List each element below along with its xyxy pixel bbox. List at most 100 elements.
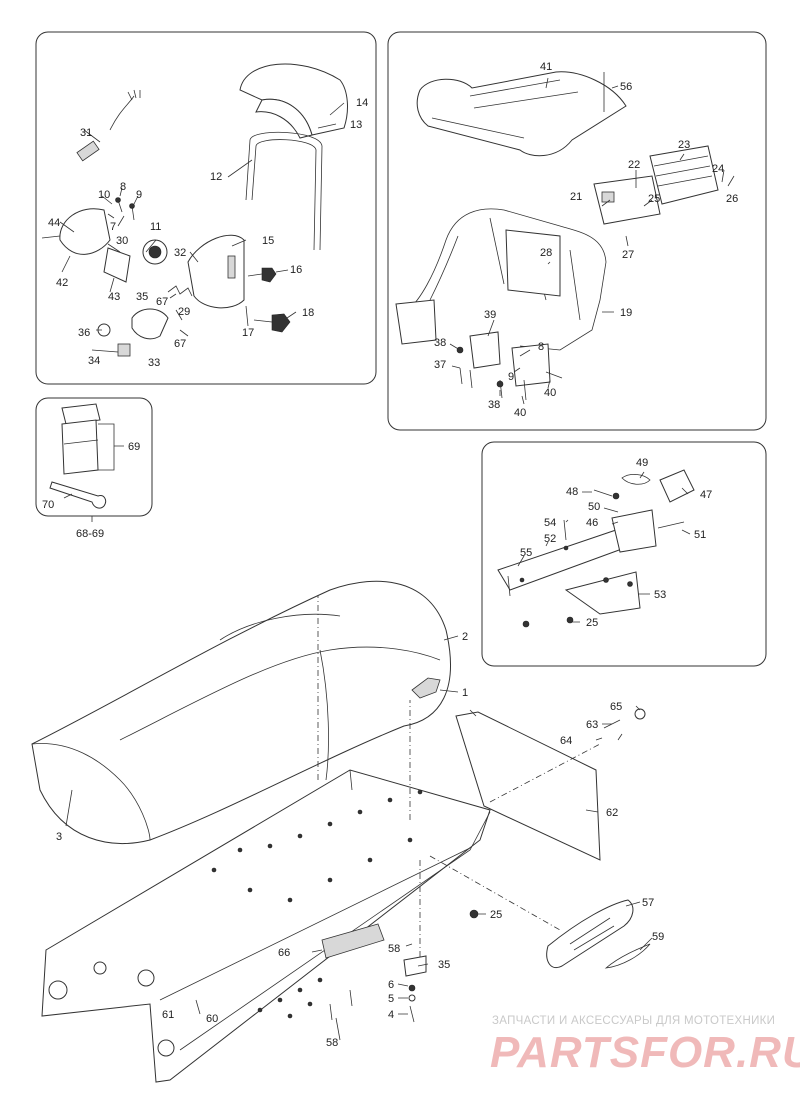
wrench-70 [49,481,107,509]
callout-49: 49 [636,457,648,469]
callout-48: 48 [566,486,578,498]
panel-tool-kit [35,397,153,517]
callout-61: 61 [162,1009,174,1021]
callout-51: 51 [694,529,706,541]
callout-44: 44 [48,217,60,229]
callout-60: 60 [206,1013,218,1025]
backrest-pad [239,63,348,139]
panel-a-leaders [59,102,345,353]
panel-d-leaders [517,471,691,623]
tool-kit-bracket [98,423,124,471]
seat-cushion-2 [31,580,451,844]
callout-40a: 40 [544,387,556,399]
callout-26: 26 [726,193,738,205]
callout-70: 70 [42,499,54,511]
rack-frame-19 [395,208,607,351]
base-pan [41,769,491,1083]
taillight-23 [649,145,719,205]
callout-58a: 58 [388,943,400,955]
panel-backrest-kit [35,31,377,385]
callout-52: 52 [544,533,556,545]
callout-14: 14 [356,97,368,109]
callout-53: 53 [654,589,666,601]
callout-50: 50 [588,501,600,513]
assembly-lines [317,596,601,960]
panel-b-leaders [449,72,735,405]
callout-59: 59 [652,931,664,943]
callout-2: 2 [462,631,468,643]
rear-tray-41 [416,71,627,157]
callout-41: 41 [540,61,552,73]
emblem-1 [411,677,441,699]
callout-7: 7 [110,221,116,233]
callout-65: 65 [610,701,622,713]
callout-11: 11 [150,221,161,233]
callout-66: 66 [278,947,290,959]
callout-3: 3 [56,831,62,843]
pin-49 [621,474,651,485]
callout-62: 62 [606,807,618,819]
taillight-cover-57 [546,899,634,968]
reel-assembly [103,239,168,283]
callout-54: 54 [544,517,556,529]
callout-12: 12 [210,171,222,183]
callout-labels: 14 13 12 31 8 10 9 7 11 44 30 15 32 42 1… [42,61,738,1049]
callout-69: 69 [128,441,140,453]
mudflap-62 [455,711,601,861]
screw-set-a [107,197,135,221]
callout-16: 16 [290,264,302,276]
mount-plate-39 [469,331,551,387]
callout-15: 15 [262,235,274,247]
backrest-frame [245,131,323,251]
panel-rear-rack [387,31,767,431]
knob-18 [253,313,291,333]
callout-6: 6 [388,979,394,991]
callout-19: 19 [620,307,632,319]
cable-connector [76,89,141,162]
panel-license-bracket [481,441,767,667]
callout-34: 34 [88,355,100,367]
callout-56: 56 [620,81,632,93]
callout-40b: 40 [514,407,526,419]
callout-13: 13 [350,119,362,131]
reflector-59 [604,943,651,969]
callout-8: 8 [120,181,126,193]
callout-55: 55 [520,547,532,559]
callout-1: 1 [462,687,468,699]
callout-57: 57 [642,897,654,909]
base-pan-holes [48,789,423,1057]
callout-9b: 9 [508,371,514,383]
callout-67a: 67 [156,296,168,308]
callout-25a: 25 [648,193,660,205]
callout-64: 64 [560,735,572,747]
callout-27: 27 [622,249,634,261]
callout-21: 21 [570,191,582,203]
holder-bracket [187,234,245,309]
callout-18: 18 [302,307,314,319]
callout-47: 47 [700,489,712,501]
clamp-33 [97,308,169,357]
callout-38a: 38 [434,337,446,349]
callout-4: 4 [388,1009,394,1021]
callout-22: 22 [628,159,640,171]
watermark-logo: PARTSFOR.RU [490,1028,800,1077]
pad-66 [321,923,385,959]
cap-47 [659,469,695,503]
fasteners-48-51 [507,489,685,628]
callout-10: 10 [98,189,110,201]
callout-37: 37 [434,359,446,371]
callout-25c: 25 [490,909,502,921]
callout-39: 39 [484,309,496,321]
spring-29 [167,285,193,297]
callout-31: 31 [80,127,92,139]
callout-58b: 58 [326,1037,338,1049]
callout-46: 46 [586,517,598,529]
callout-8b: 8 [538,341,544,353]
tool-kit-leaders [63,493,93,522]
callout-24: 24 [712,163,724,175]
callout-36: 36 [78,327,90,339]
seat-leaders [65,635,653,1041]
callout-68-69: 68-69 [76,528,104,540]
callout-5: 5 [388,993,394,1005]
mirror-housing [41,208,111,255]
